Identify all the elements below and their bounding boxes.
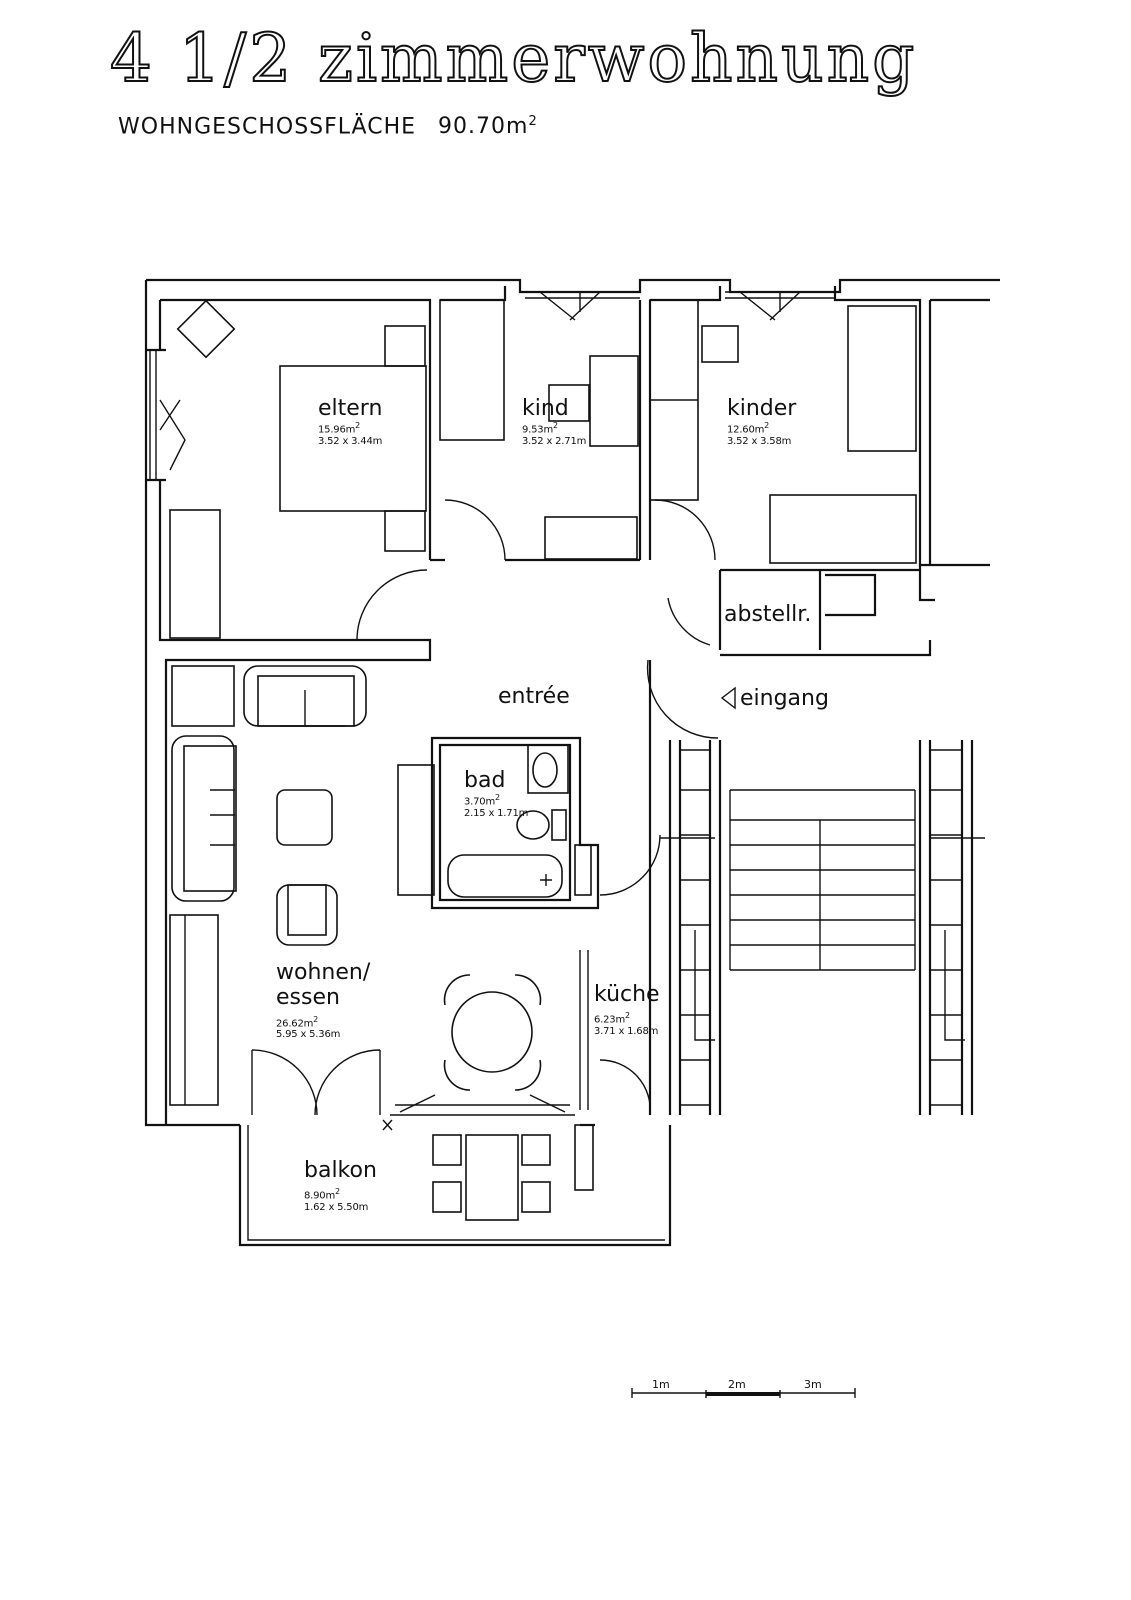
room-balkon-area: 8.90m2 xyxy=(304,1187,340,1202)
room-kind-dims: 3.52 x 2.71m xyxy=(522,436,587,448)
bathroom-walls xyxy=(430,736,661,910)
scale-label-3m: 3m xyxy=(804,1378,822,1391)
stairwell xyxy=(660,740,985,1115)
room-kind-name: kind xyxy=(522,396,569,421)
room-eltern-name: eltern xyxy=(318,396,383,421)
furniture-wohnen xyxy=(169,665,542,1116)
room-kind: kind 9.53m2 3.52 x 2.71m xyxy=(522,396,586,448)
room-kueche-area: 6.23m2 xyxy=(594,1011,630,1026)
room-eltern-dims: 3.52 x 3.44m xyxy=(318,436,383,448)
entrance-arrow-icon xyxy=(720,686,736,710)
label-eingang: eingang xyxy=(740,686,829,711)
furniture-kind xyxy=(439,299,639,561)
floor-area-line: WOHNGESCHOSSFLÄCHE 90.70m2 xyxy=(118,114,538,139)
room-balkon-name: balkon xyxy=(304,1158,377,1183)
room-bad-name: bad xyxy=(464,768,506,793)
windows-top xyxy=(525,291,835,321)
balcony xyxy=(238,1094,672,1247)
room-wohnen-area: 26.62m2 xyxy=(276,1014,319,1029)
room-kueche: küche 6.23m2 3.71 x 1.68m xyxy=(594,982,660,1038)
room-eltern-area: 15.96m2 xyxy=(318,421,361,436)
room-essen-name: essen xyxy=(276,985,340,1011)
room-kinder: kinder 12.60m2 3.52 x 3.58m xyxy=(727,396,796,448)
room-wohnen-name: wohnen/ xyxy=(276,960,371,985)
room-entree: entrée xyxy=(498,684,570,709)
kitchen-fixtures xyxy=(574,950,651,1191)
room-kinder-dims: 3.52 x 3.58m xyxy=(727,436,792,448)
furniture-kinder xyxy=(649,299,917,646)
room-eltern: eltern 15.96m2 3.52 x 3.44m xyxy=(318,396,382,448)
room-bad: bad 3.70m2 2.15 x 1.71m xyxy=(464,768,528,820)
scale-bar xyxy=(631,1388,856,1398)
room-kinder-name: kinder xyxy=(727,396,797,421)
room-balkon: balkon 8.90m2 1.62 x 5.50m xyxy=(304,1158,377,1214)
floor-area-exponent: 2 xyxy=(528,114,538,129)
room-bad-dims: 2.15 x 1.71m xyxy=(464,808,529,820)
plan-title: 4 1/2 zimmerwohnung xyxy=(109,19,918,98)
room-bad-area: 3.70m2 xyxy=(464,793,500,808)
room-kind-area: 9.53m2 xyxy=(522,421,558,436)
room-kueche-dims: 3.71 x 1.68m xyxy=(594,1026,659,1038)
entrance-door xyxy=(646,659,719,1115)
furniture-eltern xyxy=(169,299,428,641)
floor-area-label: WOHNGESCHOSSFLÄCHE xyxy=(118,114,417,140)
room-abstellraum: abstellr. xyxy=(724,602,812,627)
room-kinder-area: 12.60m2 xyxy=(727,421,770,436)
room-wohnen-essen: wohnen/ essen 26.62m2 5.95 x 5.36m xyxy=(276,960,370,1041)
scale-label-2m: 2m xyxy=(728,1378,746,1391)
scale-label-1m: 1m xyxy=(652,1378,670,1391)
floor-area-value: 90.70m xyxy=(438,114,529,140)
room-kueche-name: küche xyxy=(594,982,660,1007)
room-balkon-dims: 1.62 x 5.50m xyxy=(304,1202,369,1214)
room-wohnen-dims: 5.95 x 5.36m xyxy=(276,1029,341,1041)
window-eltern xyxy=(149,350,186,480)
